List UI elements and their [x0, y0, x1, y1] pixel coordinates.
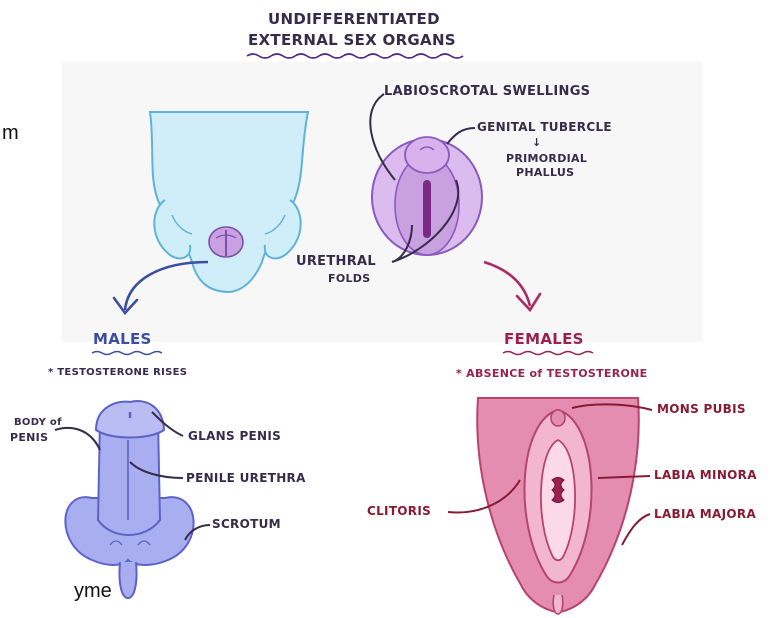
label-labia-minora: LABIA MINORA	[654, 469, 757, 481]
down-arrow-icon: ↓	[532, 137, 542, 148]
label-penile-urethra: PENILE URETHRA	[186, 472, 306, 484]
females-heading: FEMALES	[504, 332, 584, 347]
leader-genital-tubercle	[447, 128, 475, 144]
males-heading: MALES	[93, 332, 152, 347]
leader-body-penis	[55, 428, 100, 450]
genital-tubercle-icon	[372, 137, 482, 255]
label-urethral: URETHRAL	[296, 255, 376, 268]
arrow-to-females	[484, 262, 530, 306]
female-genitalia-icon	[477, 398, 638, 614]
label-labia-majora: LABIA MAJORA	[654, 508, 756, 520]
label-phallus: PHALLUS	[516, 167, 574, 178]
label-primordial: PRIMORDIAL	[506, 153, 587, 164]
title-line-2: EXTERNAL SEX ORGANS	[248, 33, 456, 48]
label-clitoris: CLITORIS	[367, 505, 431, 517]
label-glans-penis: GLANS PENIS	[188, 430, 281, 442]
label-body-of: BODY of	[14, 418, 62, 428]
title-line-1: UNDIFFERENTIATED	[268, 12, 440, 27]
label-mons-pubis: MONS PUBIS	[657, 403, 746, 415]
label-penis: PENIS	[10, 432, 48, 443]
edge-text-fragment-top: m	[2, 122, 19, 145]
title-underline	[247, 54, 463, 58]
females-underline	[503, 352, 593, 355]
label-scrotum: SCROTUM	[212, 518, 281, 530]
leader-majora	[622, 514, 650, 545]
males-underline	[92, 352, 162, 355]
label-labioscrotal-swellings: LABIOSCROTAL SWELLINGS	[384, 85, 590, 98]
label-folds: FOLDS	[328, 273, 370, 284]
edge-text-fragment-bottom: yme	[74, 580, 112, 603]
label-genital-tubercle: GENITAL TUBERCLE	[477, 121, 612, 133]
females-note: * ABSENCE of TESTOSTERONE	[456, 368, 648, 379]
males-note: * TESTOSTERONE RISES	[48, 368, 187, 378]
